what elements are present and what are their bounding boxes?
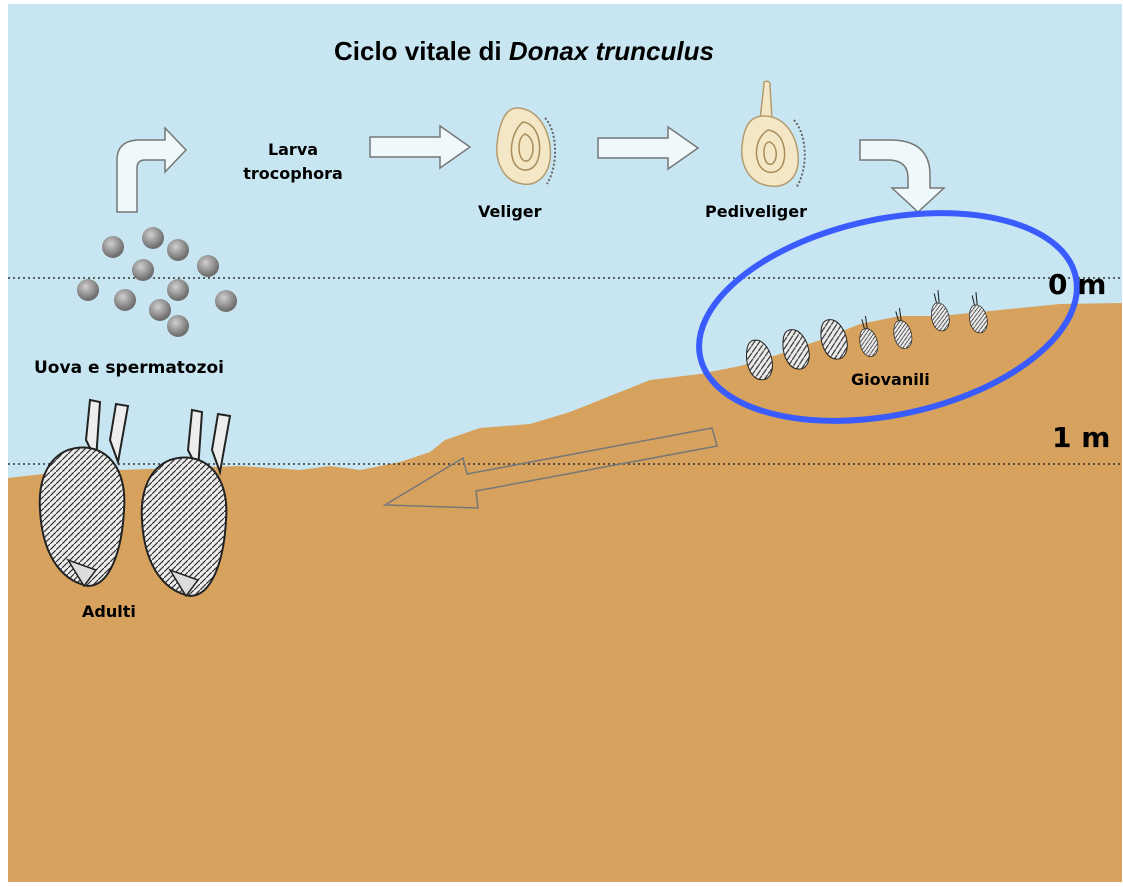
arrow-juveniles-to-adults bbox=[382, 427, 718, 509]
egg bbox=[142, 227, 164, 249]
egg bbox=[114, 289, 136, 311]
label-giovanili: Giovanili bbox=[851, 370, 930, 389]
eggs-and-sperm-icon bbox=[77, 227, 237, 337]
title-prefix: Ciclo vitale di bbox=[334, 36, 509, 66]
egg bbox=[197, 255, 219, 277]
label-pediveliger: Pediveliger bbox=[705, 202, 807, 221]
arrow-larva-to-veliger bbox=[369, 124, 472, 170]
seabed bbox=[8, 303, 1122, 882]
diagram-title: Ciclo vitale di Donax trunculus bbox=[334, 36, 714, 67]
juvenile-clams-icon bbox=[745, 290, 988, 381]
label-larva-trocophora: Larva trocophora bbox=[238, 138, 348, 186]
label-larva-line2: trocophora bbox=[243, 164, 343, 183]
label-larva-line1: Larva bbox=[267, 140, 319, 159]
veliger-larva-icon bbox=[496, 107, 557, 186]
label-uova-e-spermatozoi: Uova e spermatozoi bbox=[34, 358, 224, 378]
arrow-eggs-to-larva bbox=[116, 126, 188, 213]
adult-clams-icon bbox=[38, 398, 232, 598]
egg bbox=[167, 239, 189, 261]
label-veliger: Veliger bbox=[478, 202, 542, 221]
egg bbox=[102, 236, 124, 258]
egg bbox=[149, 299, 171, 321]
title-species: Donax trunculus bbox=[508, 36, 714, 66]
label-adulti: Adulti bbox=[82, 602, 136, 621]
pediveliger-larva-icon bbox=[741, 80, 806, 189]
egg bbox=[167, 279, 189, 301]
juveniles-highlight-ellipse bbox=[696, 210, 1080, 424]
egg bbox=[167, 315, 189, 337]
depth-label-1m: 1 m bbox=[1052, 421, 1111, 454]
arrow-veliger-to-pediveliger bbox=[597, 125, 700, 171]
egg bbox=[215, 290, 237, 312]
egg bbox=[132, 259, 154, 281]
egg bbox=[77, 279, 99, 301]
depth-label-0m: 0 m bbox=[1048, 268, 1107, 301]
